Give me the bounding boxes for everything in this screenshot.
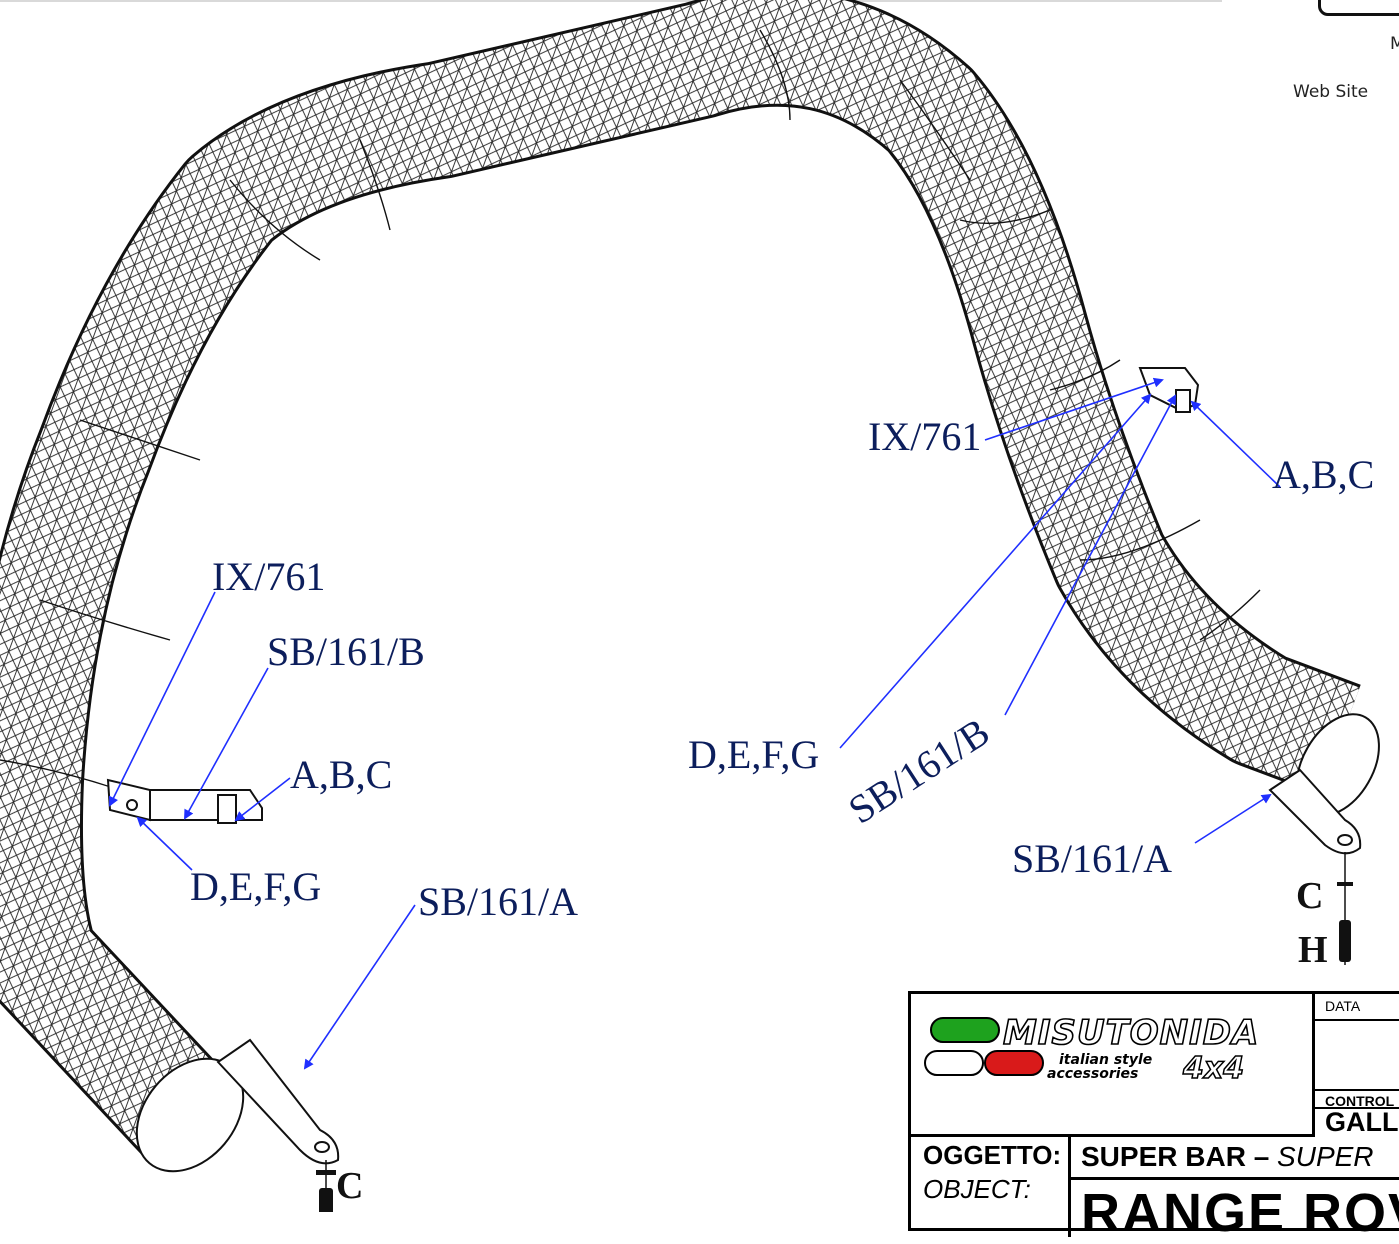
object-title: SUPER BAR – SUPER (1081, 1141, 1374, 1173)
object-title-main: SUPER BAR – (1081, 1141, 1278, 1172)
object-label: OGGETTO: (923, 1140, 1062, 1170)
logo-tagline-1: italian style (1059, 1052, 1152, 1068)
header-frame (1318, 0, 1399, 16)
logo-tagline-2: accessories (1047, 1066, 1138, 1082)
right-foot-bracket (1268, 768, 1362, 855)
right-clamp (1138, 367, 1200, 413)
label-left-abc: A,B,C (290, 752, 392, 797)
header-text-2: Web Site (1293, 82, 1369, 102)
date-label: DATA (1325, 998, 1361, 1014)
vehicle-model: RANGE ROVE (1081, 1183, 1399, 1243)
left-foot-bracket (216, 1038, 340, 1165)
control-label: CONTROL (1325, 1093, 1395, 1109)
object-label-en: OBJECT: (923, 1174, 1031, 1204)
label-right-defg: D,E,F,G (688, 732, 819, 777)
divider (1315, 1089, 1399, 1091)
label-right-sb161b: SB/161/B (840, 709, 997, 833)
brand-logo: MISUTONIDA italian style accessories 4x4 (924, 1012, 1259, 1087)
label-right-sb161a: SB/161/A (1012, 836, 1172, 881)
title-block: MISUTONIDA italian style accessories 4x4… (908, 991, 1399, 1243)
logo-green-pill (930, 1017, 1000, 1043)
label-right-c: C (1296, 875, 1323, 917)
divider (1315, 1019, 1399, 1021)
header-text-1: M (1390, 34, 1399, 54)
object-title-italic: SUPER (1277, 1141, 1374, 1172)
control-value: GALL (1325, 1107, 1399, 1137)
logo-brand: MISUTONIDA (1003, 1013, 1259, 1053)
left-clamp (106, 778, 263, 824)
divider (1071, 1177, 1399, 1180)
label-left-h: H (340, 1205, 370, 1212)
tube-bar (0, 0, 1361, 1156)
left-fasteners (316, 1160, 336, 1212)
right-fasteners (1337, 852, 1353, 965)
divider (1315, 1107, 1399, 1109)
assembly-drawing: IX/761 SB/161/B A,B,C D,E,F,G SB/161/A C… (0, 0, 1380, 1212)
logo-4x4: 4x4 (1182, 1051, 1244, 1086)
label-right-ix761: IX/761 (868, 414, 981, 459)
label-right-h: H (1298, 929, 1328, 971)
logo-red-pill (984, 1050, 1044, 1076)
top-divider (0, 0, 1222, 2)
label-left-defg: D,E,F,G (190, 864, 321, 909)
logo-white-pill (924, 1050, 984, 1076)
label-left-sb161b: SB/161/B (267, 629, 425, 674)
leader-lines (109, 377, 1281, 1070)
label-right-abc: A,B,C (1272, 452, 1374, 497)
label-left-sb161a: SB/161/A (418, 879, 578, 924)
label-left-ix761: IX/761 (212, 554, 325, 599)
divider (1068, 1137, 1071, 1237)
label-left-c: C (336, 1165, 363, 1207)
logo-cell: MISUTONIDA italian style accessories 4x4 (911, 994, 1315, 1137)
